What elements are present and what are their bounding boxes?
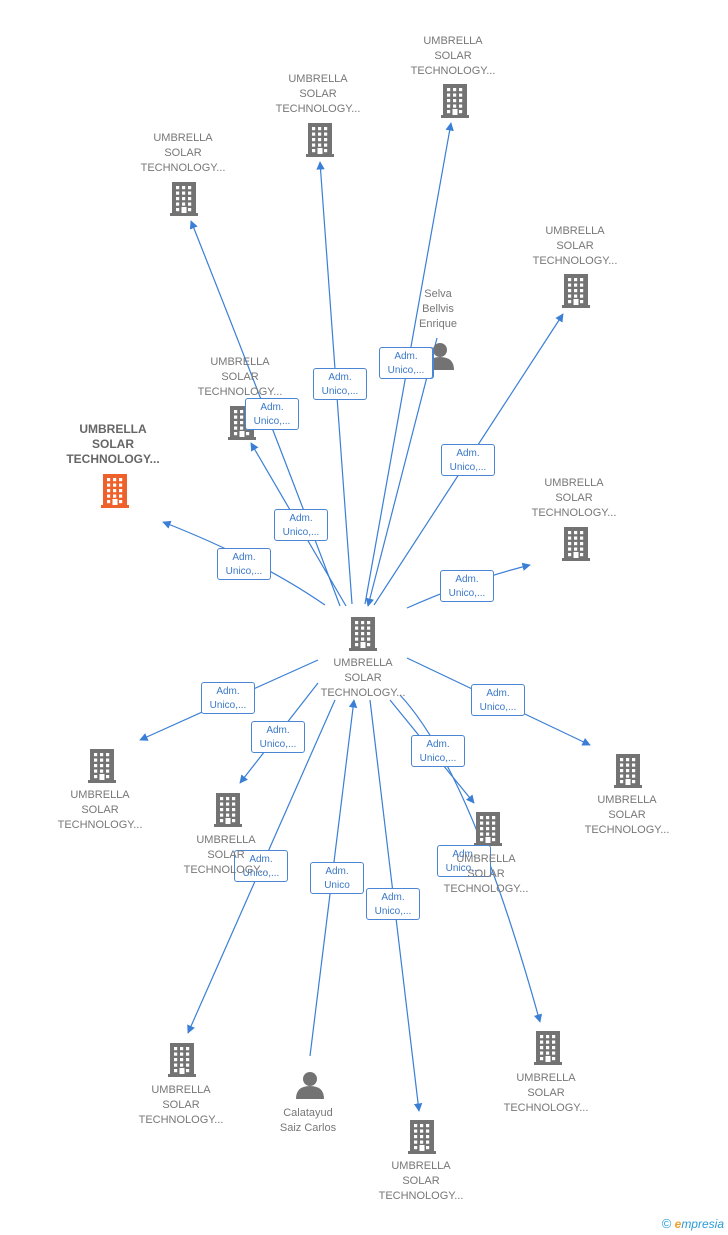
building-icon-n3[interactable] xyxy=(441,84,469,118)
edge-label-center-n1[interactable]: Adm. Unico,... xyxy=(245,398,299,430)
edge-p1-center xyxy=(365,337,438,607)
edge-label-p2-center[interactable]: Adm. Unico xyxy=(310,862,364,894)
node-label-n5[interactable]: UMBRELLA SOLAR TECHNOLOGY... xyxy=(197,356,283,398)
node-label-center[interactable]: UMBRELLA SOLAR TECHNOLOGY... xyxy=(320,657,406,699)
edge-label-center-n12[interactable]: Adm. Unico,... xyxy=(437,845,491,877)
edge-label-center-n11[interactable]: Adm. Unico,... xyxy=(234,850,288,882)
edge-label-center-n4[interactable]: Adm. Unico,... xyxy=(441,444,495,476)
node-label-n9[interactable]: UMBRELLA SOLAR TECHNOLOGY... xyxy=(443,853,529,895)
brand-initial: e xyxy=(674,1217,682,1231)
node-label-n3[interactable]: UMBRELLA SOLAR TECHNOLOGY... xyxy=(410,35,496,77)
edge-label-center-n5[interactable]: Adm. Unico,... xyxy=(274,509,328,541)
node-label-n6[interactable]: UMBRELLA SOLAR TECHNOLOGY... xyxy=(531,477,617,519)
node-label-p1[interactable]: Selva Bellvis Enrique xyxy=(419,288,457,330)
node-label-n1[interactable]: UMBRELLA SOLAR TECHNOLOGY... xyxy=(140,132,226,174)
edge-center-n12 xyxy=(399,694,543,1023)
edge-label-center-n7[interactable]: Adm. Unico,... xyxy=(201,682,255,714)
node-label-n4[interactable]: UMBRELLA SOLAR TECHNOLOGY... xyxy=(532,225,618,267)
building-icon-n7[interactable] xyxy=(88,749,116,783)
node-label-n12[interactable]: UMBRELLA SOLAR TECHNOLOGY... xyxy=(503,1072,589,1114)
edge-label-p1-center[interactable]: Adm. Unico,... xyxy=(379,347,433,379)
building-icon-n13[interactable] xyxy=(408,1120,436,1154)
node-label-focus[interactable]: UMBRELLA SOLAR TECHNOLOGY... xyxy=(66,422,160,466)
building-icon-n9[interactable] xyxy=(474,812,502,846)
building-icon-n11[interactable] xyxy=(168,1043,196,1077)
copyright-symbol: © xyxy=(661,1216,672,1231)
building-icon-center[interactable] xyxy=(349,617,377,651)
building-icon-n8[interactable] xyxy=(214,793,242,827)
building-icon-n10[interactable] xyxy=(614,754,642,788)
node-label-n2[interactable]: UMBRELLA SOLAR TECHNOLOGY... xyxy=(275,73,361,115)
building-icon-focus[interactable] xyxy=(101,474,129,508)
edge-label-center-n13[interactable]: Adm. Unico,... xyxy=(366,888,420,920)
edge-label-center-n2[interactable]: Adm. Unico,... xyxy=(313,368,367,400)
building-icon-n12[interactable] xyxy=(534,1031,562,1065)
edge-label-center-n6[interactable]: Adm. Unico,... xyxy=(440,570,494,602)
edge-label-center-n9[interactable]: Adm. Unico,... xyxy=(411,735,465,767)
footer-brand: © empresia xyxy=(662,1216,724,1231)
building-icon-n4[interactable] xyxy=(562,274,590,308)
node-label-n7[interactable]: UMBRELLA SOLAR TECHNOLOGY... xyxy=(57,789,143,831)
edge-label-center-n10[interactable]: Adm. Unico,... xyxy=(471,684,525,716)
node-label-n10[interactable]: UMBRELLA SOLAR TECHNOLOGY... xyxy=(584,794,670,836)
edge-label-center-focus[interactable]: Adm. Unico,... xyxy=(217,548,271,580)
node-label-n13[interactable]: UMBRELLA SOLAR TECHNOLOGY... xyxy=(378,1160,464,1202)
person-icon-p2[interactable] xyxy=(296,1072,324,1099)
building-icon-n6[interactable] xyxy=(562,527,590,561)
edge-label-center-n8[interactable]: Adm. Unico,... xyxy=(251,721,305,753)
node-label-n11[interactable]: UMBRELLA SOLAR TECHNOLOGY... xyxy=(138,1084,224,1126)
node-label-n8[interactable]: UMBRELLA SOLAR TECHNOLOGY... xyxy=(183,834,269,876)
brand-name: mpresia xyxy=(681,1217,724,1231)
nodes-layer xyxy=(88,84,642,1154)
node-label-p2[interactable]: Calatayud Saiz Carlos xyxy=(279,1107,337,1134)
building-icon-n1[interactable] xyxy=(170,182,198,216)
building-icon-n2[interactable] xyxy=(306,123,334,157)
